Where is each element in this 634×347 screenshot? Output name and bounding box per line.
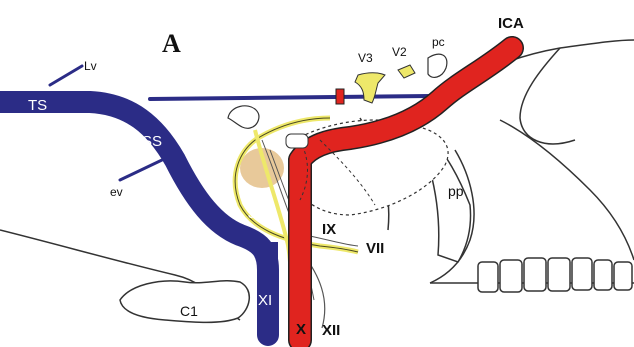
ossicle-shape	[228, 106, 259, 128]
label-xii: XII	[322, 322, 340, 339]
jugular-bulb	[258, 242, 278, 335]
label-jb: JB	[248, 205, 266, 222]
label-pc: pc	[432, 35, 445, 49]
pc-process	[428, 54, 447, 77]
label-c1: C1	[180, 303, 198, 319]
panel-label: A	[162, 29, 181, 58]
small-vessel-marker	[336, 89, 344, 104]
label-x: X	[296, 321, 306, 338]
label-v2: V2	[392, 45, 407, 59]
label-ev: ev	[110, 185, 123, 199]
label-pp: pp	[448, 183, 464, 199]
label-lv: Lv	[84, 59, 97, 73]
label-ss: SS	[142, 133, 162, 150]
label-vii: VII	[366, 240, 384, 257]
label-ica: ICA	[498, 15, 524, 32]
superior-petrosal-line	[150, 96, 430, 99]
label-ts: TS	[28, 97, 47, 114]
teeth	[478, 258, 632, 292]
lv-vein	[50, 66, 82, 85]
label-v3: V3	[358, 51, 373, 65]
v2-nerve	[398, 65, 415, 78]
ev-vein	[120, 160, 162, 180]
label-xi: XI	[258, 292, 272, 309]
capsule-marker	[286, 134, 308, 148]
label-ix: IX	[322, 221, 336, 238]
